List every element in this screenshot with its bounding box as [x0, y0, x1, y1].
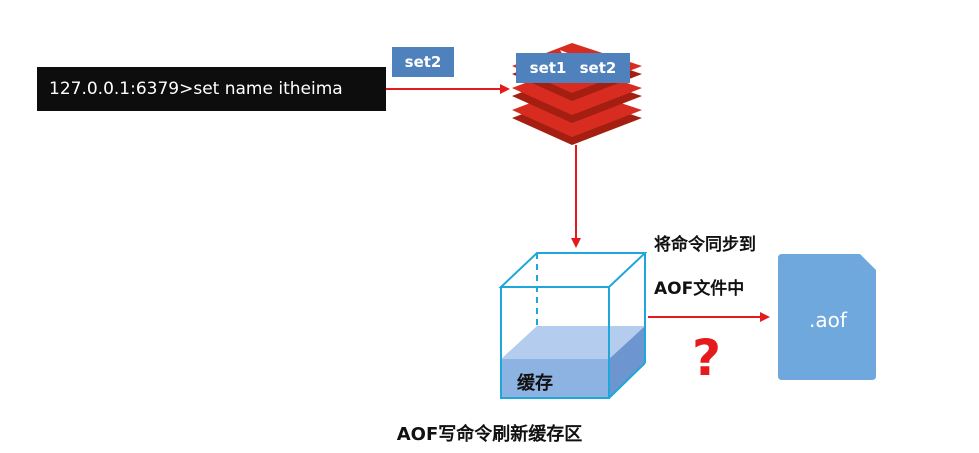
queue-item: set1 [529, 59, 567, 77]
buffer-label: 缓存 [517, 373, 553, 394]
terminal-command: 127.0.0.1:6379>set name itheima [37, 67, 386, 111]
sync-note-line1: 将命令同步到 [654, 235, 756, 255]
redis-queue-tag: set1 set2 [516, 53, 630, 83]
question-mark: ? [692, 329, 722, 387]
incoming-command-tag: set2 [392, 47, 454, 77]
sync-note-line2: AOF文件中 [654, 279, 745, 299]
buffer-box-icon [498, 252, 648, 399]
queue-item: set2 [579, 59, 617, 77]
file-icon [778, 254, 876, 380]
diagram-caption: AOF写命令刷新缓存区 [396, 424, 583, 445]
aof-file-label: .aof [809, 308, 847, 332]
